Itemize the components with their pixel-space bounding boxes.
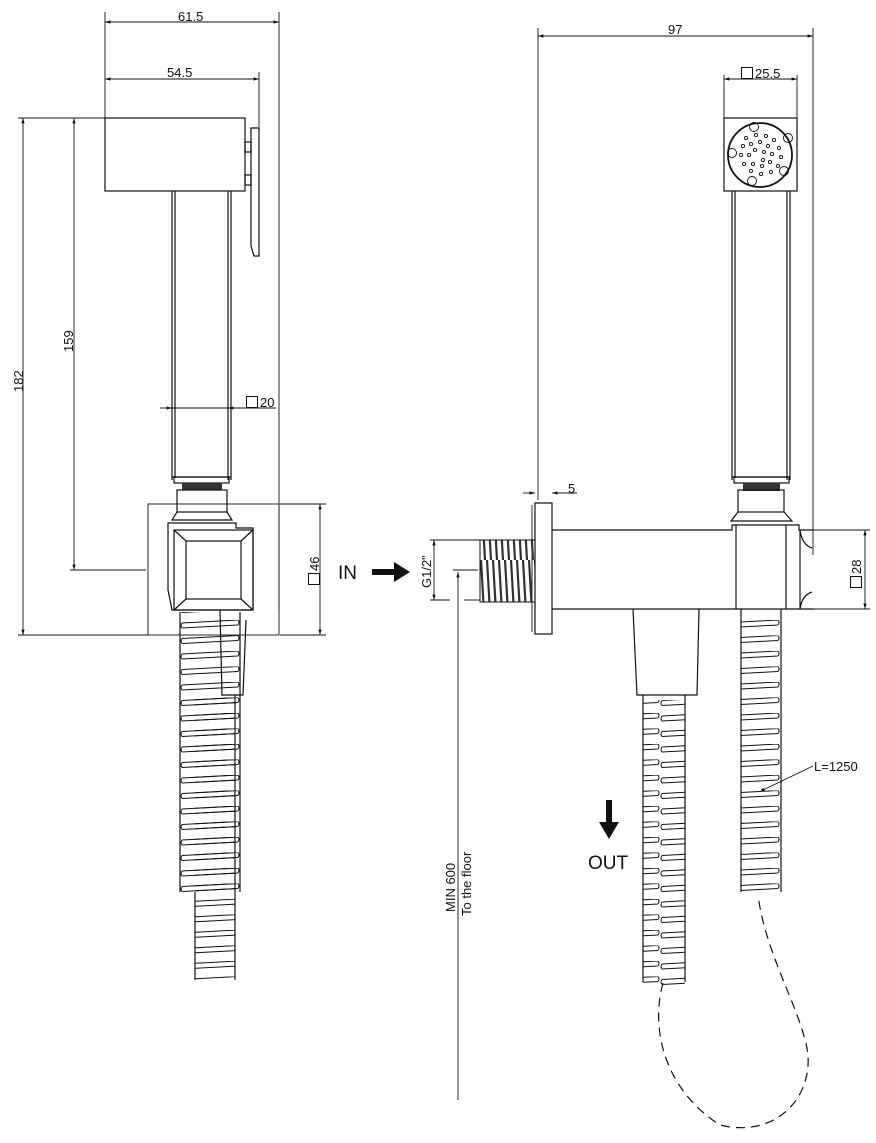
dim-floor-height: MIN 600 xyxy=(443,862,458,912)
dim-handle-section: 20 xyxy=(246,396,274,409)
dim-head-section: 25.5 xyxy=(741,67,780,80)
dim-flange-thickness: 5 xyxy=(568,481,576,496)
square-section-icon xyxy=(246,396,258,408)
dim-overall-height: 182 xyxy=(11,370,26,392)
dim-overall-depth: 97 xyxy=(668,22,683,37)
dim-hose-length: L=1250 xyxy=(814,759,858,774)
dim-handle-to-axis: 159 xyxy=(61,330,76,352)
dim-thread: G1/2" xyxy=(419,555,434,588)
square-section-icon xyxy=(850,576,862,588)
dim-head-width: 54.5 xyxy=(167,65,193,80)
square-section-icon xyxy=(308,573,320,585)
dim-bracket-section: 46 xyxy=(307,557,322,585)
inlet-label: IN xyxy=(338,563,357,584)
front-view xyxy=(372,28,870,1129)
dim-body-section: 28 xyxy=(849,560,864,588)
spray-face-icon xyxy=(727,122,793,188)
outlet-arrow-icon xyxy=(599,800,619,839)
inlet-arrow-icon xyxy=(372,562,410,582)
dim-overall-width: 61.5 xyxy=(178,9,204,24)
side-view xyxy=(18,12,326,980)
square-section-icon xyxy=(741,67,753,79)
outlet-label: OUT xyxy=(588,853,629,874)
floor-note: To the floor xyxy=(459,851,474,916)
